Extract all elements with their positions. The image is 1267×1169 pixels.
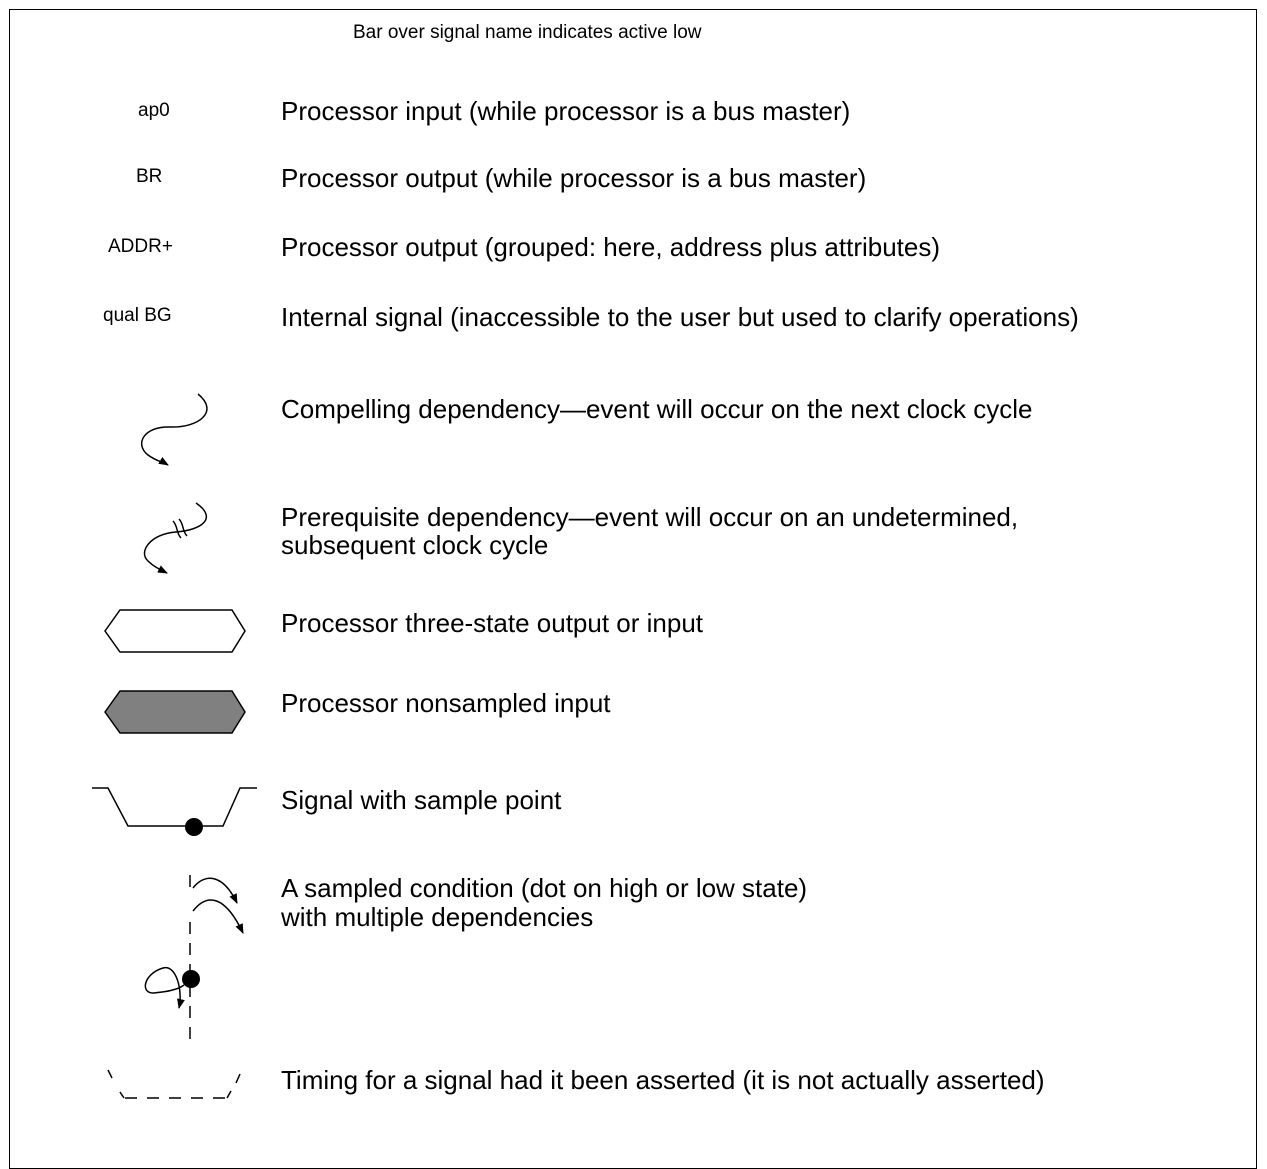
legend-header: Bar over signal name indicates active lo… bbox=[353, 22, 702, 43]
signal-name-addr: ADDR+ bbox=[108, 236, 173, 257]
sample-point-description: Signal with sample point bbox=[281, 785, 562, 815]
nonsampled-input-hexagon-icon bbox=[104, 690, 246, 734]
prerequisite-dependency-description-line2: subsequent clock cycle bbox=[281, 530, 549, 560]
signal-name-ap0: ap0 bbox=[138, 100, 170, 121]
three-state-description: Processor three-state output or input bbox=[281, 608, 704, 638]
prerequisite-dependency-arrow-icon bbox=[143, 502, 208, 574]
unasserted-timing-description: Timing for a signal had it been asserted… bbox=[281, 1065, 1045, 1095]
signal-name-br: BR bbox=[136, 166, 163, 187]
unasserted-timing-icon bbox=[107, 1069, 241, 1099]
sampled-condition-description-line1: A sampled condition (dot on high or low … bbox=[281, 873, 808, 903]
three-state-hexagon-icon bbox=[104, 609, 246, 653]
compelling-dependency-arrow-icon bbox=[140, 393, 208, 466]
nonsampled-input-description: Processor nonsampled input bbox=[281, 688, 611, 718]
signal-description-qual-bg: Internal signal (inaccessible to the use… bbox=[281, 302, 1079, 332]
signal-description-ap0: Processor input (while processor is a bu… bbox=[281, 96, 851, 126]
sampled-condition-icon bbox=[144, 875, 244, 1040]
sampled-condition-description-line2: with multiple dependencies bbox=[281, 902, 594, 932]
prerequisite-dependency-description-line1: Prerequisite dependency—event will occur… bbox=[281, 502, 1019, 532]
signal-name-qual-bg: qual BG bbox=[103, 305, 172, 326]
sample-point-signal-icon bbox=[92, 787, 257, 836]
compelling-dependency-description: Compelling dependency—event will occur o… bbox=[281, 394, 1033, 424]
signal-description-br: Processor output (while processor is a b… bbox=[281, 163, 867, 193]
signal-description-addr: Processor output (grouped: here, address… bbox=[281, 232, 941, 262]
